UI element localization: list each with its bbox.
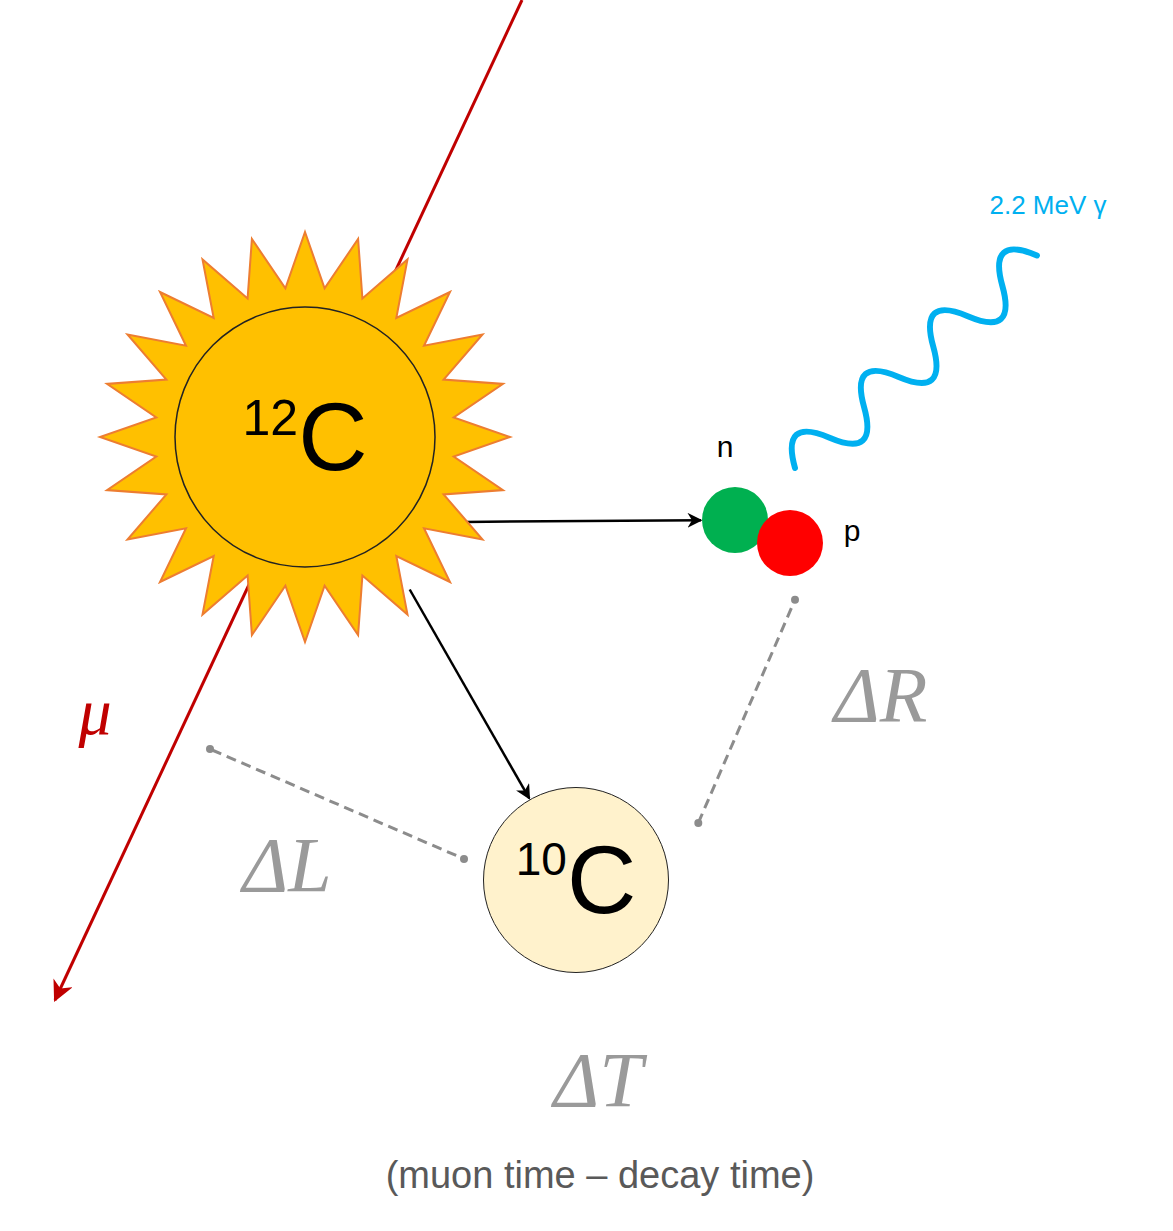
nucleon-ball: p bbox=[757, 510, 823, 576]
excited-nucleus: 12C bbox=[95, 227, 515, 647]
mass-number: 12 bbox=[243, 393, 299, 443]
symbol-label: μ bbox=[78, 676, 111, 749]
gamma-wave bbox=[779, 237, 1053, 486]
note-text: (muon time – decay time) bbox=[386, 1155, 815, 1197]
distance-label: ΔR bbox=[834, 652, 927, 738]
particle-label: p bbox=[844, 516, 861, 546]
symbol-label: 2.2 MeV γ bbox=[989, 191, 1106, 220]
muon-track bbox=[55, 0, 522, 1000]
symbol-label: ΔT bbox=[553, 1037, 642, 1123]
production-arrow bbox=[465, 520, 701, 522]
production-arrow bbox=[410, 590, 530, 799]
nucleus-circle: 10C bbox=[483, 787, 669, 973]
element-symbol: C bbox=[567, 832, 636, 928]
element-symbol: C bbox=[298, 389, 367, 485]
distance-connector bbox=[694, 596, 799, 827]
symbol-label: ΔL bbox=[242, 822, 331, 908]
particle-label: n bbox=[717, 432, 734, 462]
mass-number: 10 bbox=[516, 836, 567, 882]
